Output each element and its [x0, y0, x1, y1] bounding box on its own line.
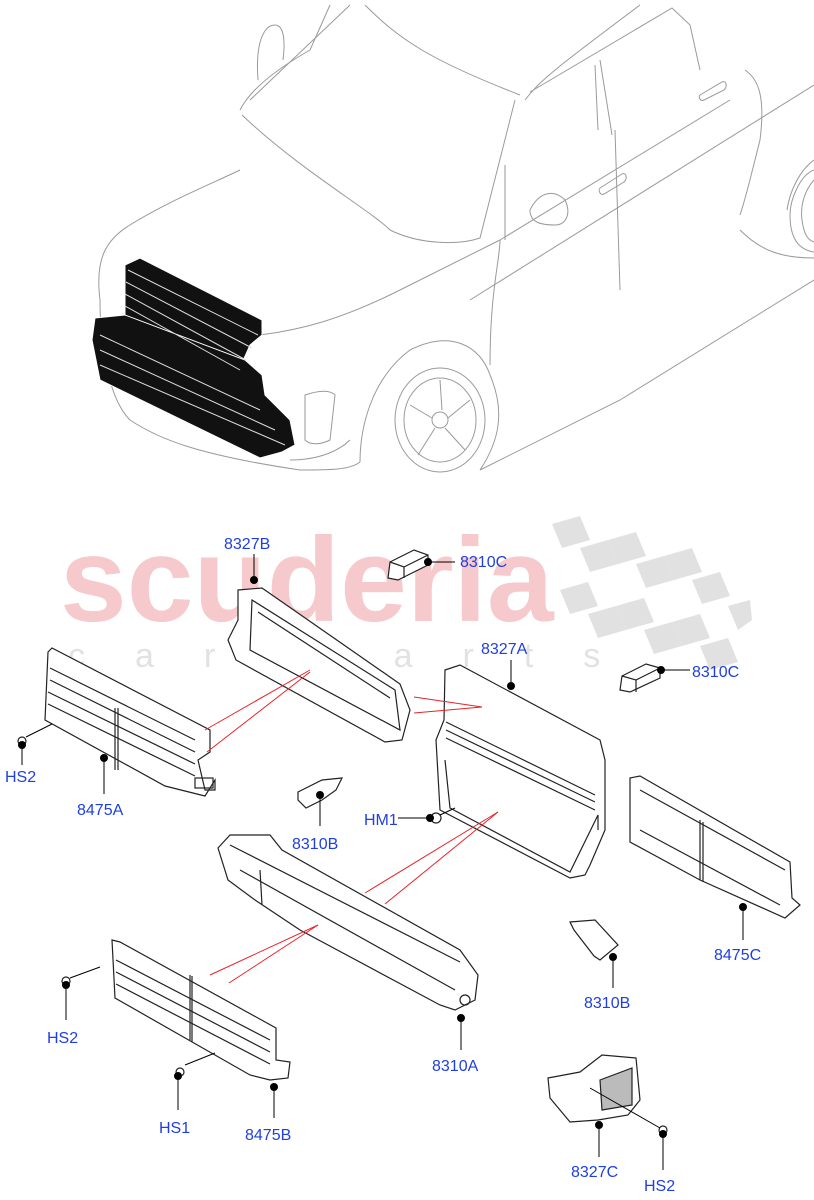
part-8327C: [547, 1054, 641, 1123]
highlighted-grille: [91, 257, 296, 459]
callout-HS2-right[interactable]: HS2: [644, 1178, 676, 1195]
part-8475C: [629, 775, 801, 919]
callout-8475C[interactable]: 8475C: [714, 947, 762, 964]
part-8310C-upper: [387, 549, 429, 581]
checkered-flag-watermark: [552, 516, 752, 670]
callout-8475A[interactable]: 8475A: [77, 802, 124, 819]
part-8310A: [217, 834, 479, 1011]
vehicle-outline: [98, 4, 814, 473]
callout-8475B[interactable]: 8475B: [245, 1127, 292, 1144]
callout-8327B[interactable]: 8327B: [224, 536, 271, 553]
callout-8310C-upper[interactable]: 8310C: [460, 554, 508, 571]
callout-8327A[interactable]: 8327A: [481, 641, 528, 658]
parts-line-art: [17, 549, 801, 1135]
part-8310B-lower: [569, 919, 619, 961]
part-8475B: [111, 939, 291, 1081]
part-8327A: [435, 664, 606, 879]
leader-lines: [18, 554, 747, 1170]
callout-8327C[interactable]: 8327C: [571, 1164, 619, 1181]
part-8475A: [44, 647, 216, 797]
callout-8310B-upper[interactable]: 8310B: [292, 836, 339, 853]
callout-HS2-middle[interactable]: HS2: [47, 1030, 79, 1047]
part-8327B: [227, 587, 411, 743]
callout-HS1[interactable]: HS1: [159, 1120, 191, 1137]
reference-lines: [204, 669, 499, 984]
callout-8310A[interactable]: 8310A: [432, 1058, 479, 1075]
callout-HS2-left[interactable]: HS2: [5, 769, 37, 786]
callout-8310C-lower[interactable]: 8310C: [692, 664, 740, 681]
callout-HM1[interactable]: HM1: [364, 812, 398, 829]
part-8310C-lower: [619, 663, 661, 693]
callout-8310B-lower[interactable]: 8310B: [584, 995, 631, 1012]
